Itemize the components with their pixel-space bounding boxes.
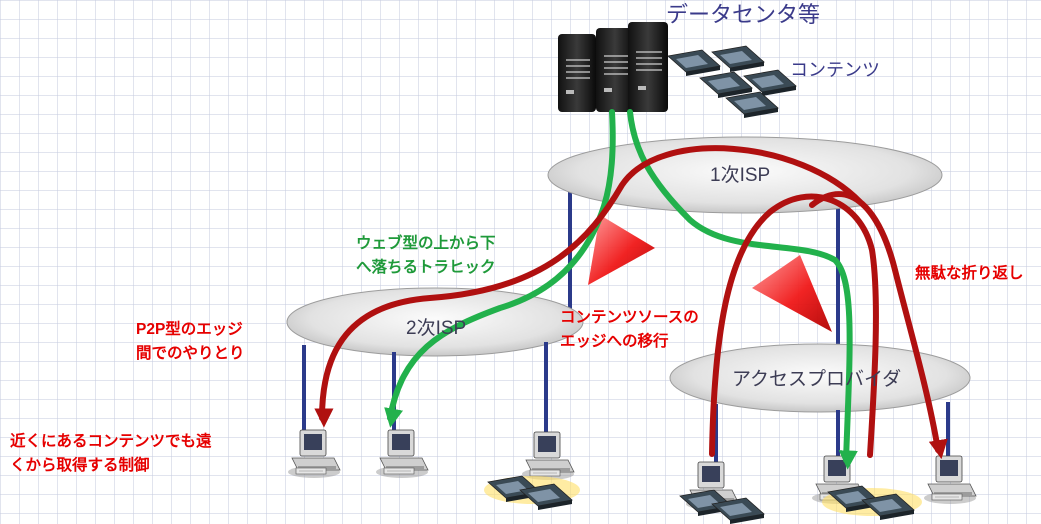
migration-wedge-right — [752, 255, 832, 332]
web-traffic-annotation-line2: へ落ちるトラヒック — [356, 257, 496, 276]
access-provider-label: アクセスプロバイダ — [732, 368, 901, 390]
red-arrow-to-left-pc — [314, 145, 863, 428]
migration-annotation-line1: コンテンツソースの — [560, 309, 699, 326]
pc-icon — [375, 429, 429, 479]
green-arrow-to-tier2 — [384, 109, 616, 428]
datacenter-title: データセンタ等 — [666, 2, 820, 27]
red-arrow-to-right-pc — [809, 191, 948, 460]
pc-icon — [521, 431, 575, 481]
migration-wedge-left — [588, 215, 655, 285]
tier2-isp-label: 2次ISP — [406, 317, 466, 339]
far-fetch-annotation-line2: くから取得する制御 — [10, 455, 150, 474]
access-provider-disc — [669, 343, 971, 413]
server-rack-icon — [558, 22, 668, 112]
tier1-isp-poles — [568, 178, 840, 365]
wasteful-loop-annotation: 無駄な折り返し — [915, 263, 1024, 282]
pc-icon — [287, 429, 341, 479]
pc-icon — [923, 455, 977, 505]
migration-annotation-line2: エッジへの移行 — [560, 331, 669, 350]
web-traffic-annotation-line1: ウェブ型の上から下 — [356, 233, 496, 252]
tier1-isp-label: 1次ISP — [710, 164, 770, 186]
edge-content-devices-icon — [822, 485, 922, 521]
green-arrow-to-access — [627, 109, 858, 470]
content-devices-icon — [667, 45, 797, 119]
edge-content-devices-icon — [484, 475, 580, 511]
far-fetch-annotation-line1: 近くにあるコンテンツでも遠 — [10, 431, 212, 450]
p2p-annotation-line1: P2P型のエッジ — [136, 320, 243, 338]
contents-label: コンテンツ — [790, 60, 880, 80]
p2p-annotation-line2: 間でのやりとり — [136, 344, 245, 362]
